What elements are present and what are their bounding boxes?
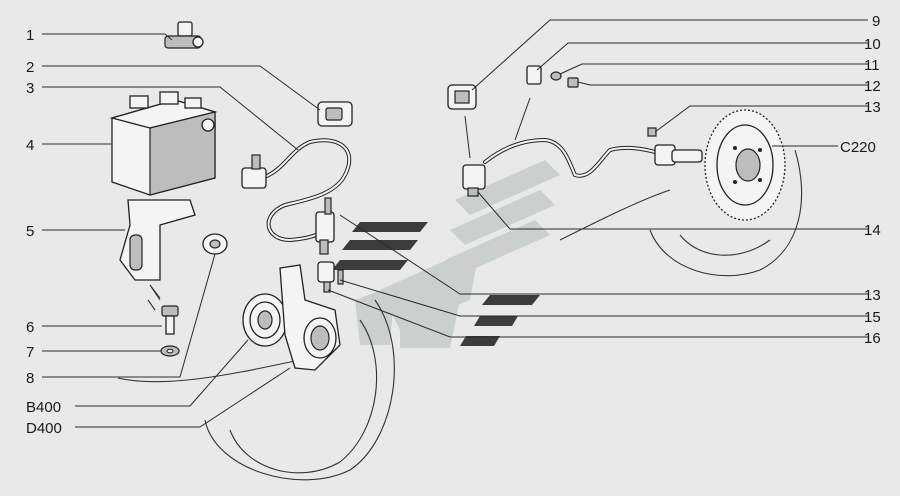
callout-16: 16 [864, 330, 881, 347]
callout-c220: C220 [840, 139, 876, 156]
callout-11: 11 [864, 57, 880, 74]
part-8-bush [202, 233, 228, 255]
callout-5: 5 [26, 223, 34, 240]
callout-1: 1 [26, 27, 34, 44]
callout-2: 2 [26, 59, 34, 76]
callout-6: 6 [26, 319, 34, 336]
callout-15: 15 [864, 309, 881, 326]
callout-14: 14 [864, 222, 881, 239]
part-1-clip [164, 21, 204, 49]
part-c220-disc [704, 109, 786, 221]
callout-b400: B400 [26, 399, 61, 416]
part-7-washer [160, 345, 180, 357]
part-12-nut [567, 77, 579, 88]
callout-3: 3 [26, 80, 34, 97]
redaction-bars [332, 222, 540, 346]
part-10-clip [526, 65, 542, 85]
callout-8: 8 [26, 370, 34, 387]
part-15-rear-sensor [317, 261, 344, 293]
callout-4: 4 [26, 137, 34, 154]
callout-13-upper: 13 [864, 99, 881, 116]
callout-10: 10 [864, 36, 881, 53]
part-11-washer [550, 71, 562, 81]
part-4-abs-unit [109, 91, 218, 196]
watermark-logo [355, 160, 560, 348]
part-5-bracket [119, 199, 196, 311]
part-3-sensor-cable [241, 138, 352, 255]
part-6-bolt [161, 305, 179, 335]
callout-13-lower: 13 [864, 287, 881, 304]
leader-lines [42, 19, 868, 428]
callout-9: 9 [872, 13, 880, 30]
callout-d400: D400 [26, 420, 62, 437]
part-b400-hub [242, 293, 288, 347]
callout-12: 12 [864, 78, 881, 95]
rear-wheel-outline [117, 299, 395, 481]
part-9-front-grommet [447, 84, 477, 110]
front-wheel-outline [559, 149, 803, 277]
part-d400-knuckle [279, 264, 341, 371]
callout-labels: 1 2 3 4 5 6 7 8 B400 D400 9 10 11 12 13 … [26, 13, 881, 437]
part-2-grommet [317, 101, 353, 127]
callout-7: 7 [26, 344, 34, 361]
part-14-front-sensor-cable [462, 127, 703, 197]
